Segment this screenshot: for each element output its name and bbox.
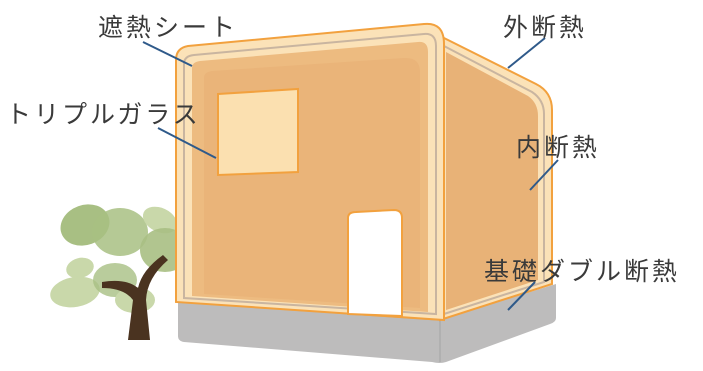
interior-insulation-label: 内断熱 — [516, 133, 601, 162]
leaf — [66, 257, 94, 279]
leader-line-interior-insulation — [529, 159, 559, 191]
leaf — [92, 208, 148, 256]
leader-lines — [142, 37, 559, 311]
leaf — [142, 206, 178, 234]
leaf — [50, 276, 100, 308]
triple-glass-label: トリプルガラス — [6, 100, 201, 129]
door — [347, 208, 403, 318]
leader-line-triple-glass — [157, 127, 217, 159]
exterior-insulation-label: 外断熱 — [503, 13, 588, 42]
shading-sheet-label: 遮熱シート — [98, 13, 239, 42]
triple-glass-window — [217, 87, 299, 177]
tree-trunk — [102, 255, 168, 340]
side-wall — [439, 34, 553, 322]
foundation-double-insulation-label: 基礎ダブル断熱 — [484, 257, 681, 286]
tree-illustration — [50, 204, 190, 340]
leader-line-exterior-insulation — [507, 37, 546, 69]
front-wall — [175, 22, 445, 322]
leader-line-foundation — [507, 281, 536, 311]
leader-line-shading-sheet — [142, 41, 193, 67]
